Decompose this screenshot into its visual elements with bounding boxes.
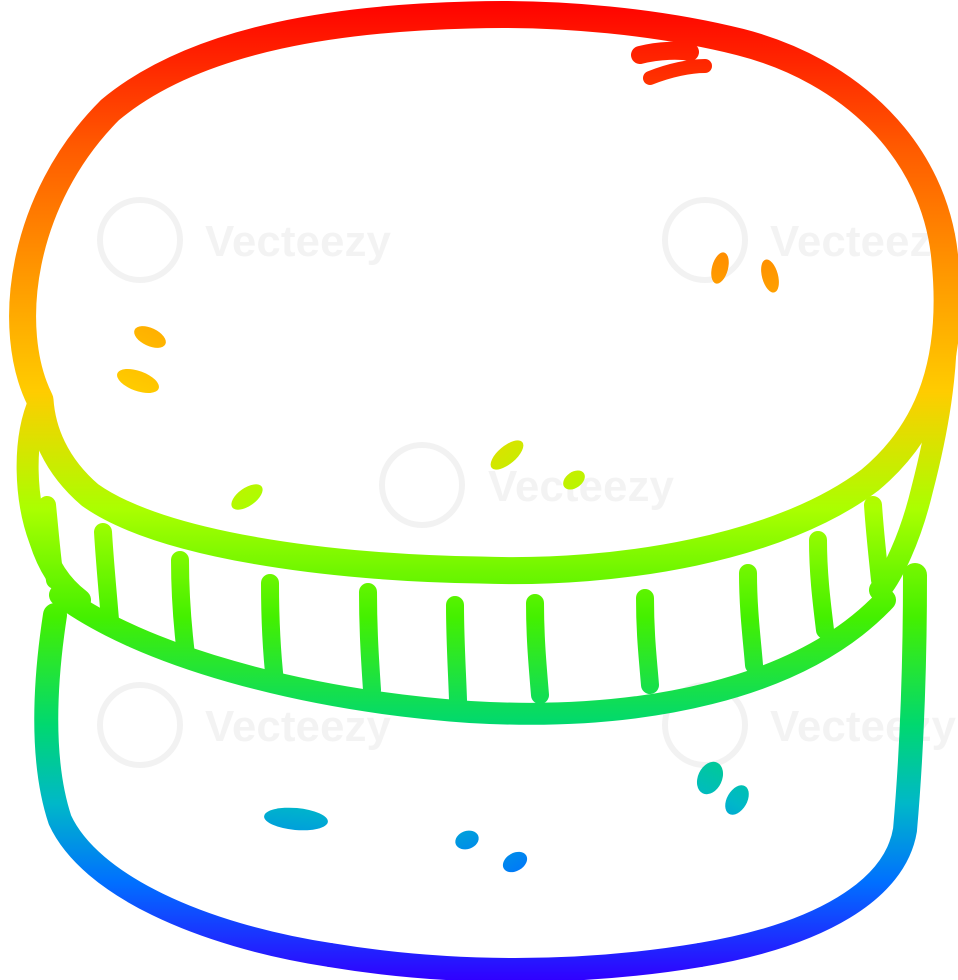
- lid-bottom-edge: [49, 584, 896, 725]
- watermark-text: Vecteezy: [770, 702, 956, 751]
- speckle: [117, 368, 159, 394]
- lid-highlight-mark: [631, 41, 699, 64]
- lid-ridge: [446, 596, 467, 709]
- speckle: [231, 484, 263, 510]
- jar-drawing: [9, 0, 958, 980]
- jar-body-bottom: [318, 943, 712, 980]
- speckle: [696, 761, 724, 795]
- lid-ridge: [864, 496, 889, 589]
- lid-ridge: [526, 594, 549, 704]
- speckle: [725, 785, 749, 815]
- speckle: [761, 259, 779, 293]
- speckle: [264, 807, 328, 831]
- watermark-text: Vecteezy: [488, 462, 674, 511]
- speckle: [455, 830, 479, 850]
- speckle: [490, 440, 524, 470]
- lid-side-right: [869, 289, 957, 601]
- watermark: Vecteezy Vecteezy Vecteezy Vecteezy Vect…: [97, 197, 956, 768]
- speckle: [563, 470, 585, 490]
- lid-ridge: [171, 551, 195, 664]
- speckle: [502, 851, 528, 873]
- lid-ridge: [739, 564, 763, 674]
- lid-ridge: [261, 574, 284, 691]
- jar-body-left: [34, 603, 342, 967]
- lid-top-outline: [9, 0, 958, 585]
- speckle: [711, 252, 729, 284]
- lid-ridge: [359, 583, 381, 699]
- lid-ridge: [636, 589, 659, 694]
- lid-ridges: [38, 496, 889, 709]
- lid-ridge: [38, 496, 64, 589]
- jar-body-right: [688, 563, 927, 967]
- watermark-text: Vecteezy: [205, 217, 391, 266]
- speckles: [117, 252, 779, 873]
- lid-ridge: [94, 523, 119, 629]
- speckle: [134, 326, 166, 348]
- lid-highlight-mark: [643, 59, 712, 85]
- lid-ridge: [809, 531, 834, 639]
